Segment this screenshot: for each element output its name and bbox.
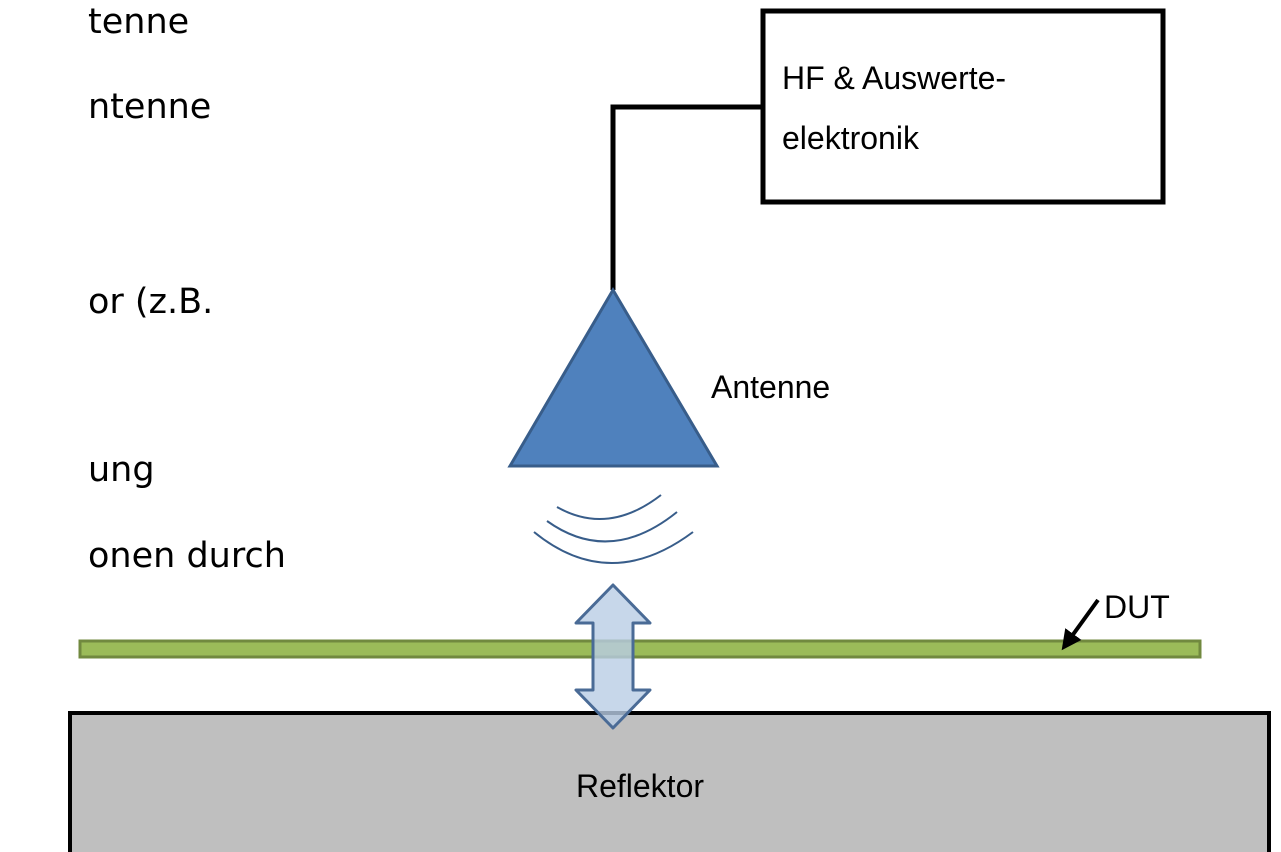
electronics-box-label-line1: HF & Auswerte- [782,60,1006,96]
dut-strip [78,639,1202,659]
reflector-plate [68,711,1271,852]
double-arrow-icon [574,583,652,730]
electronics-box-label-line2: elektronik [782,120,920,156]
electronics-box [760,8,1166,205]
antenna-label: Antenne [711,369,830,405]
bullet-fragment-1: tenne [88,2,190,42]
wave-arc-3 [533,531,694,564]
bullet-fragment-2: ntenne [88,87,212,127]
bullet-fragment-4: ung [88,450,155,490]
bullet-fragment-3: or (z.B. [88,282,214,322]
feed-cable [610,104,763,290]
wave-arc-2 [546,511,678,543]
bullet-fragment-5: onen durch [88,536,286,576]
antenna-icon [507,287,720,468]
dut-pointer-arrow [1061,598,1100,651]
wave-arc-1 [556,494,662,520]
reflector-label: Reflektor [576,768,704,804]
dut-label: DUT [1104,589,1170,625]
